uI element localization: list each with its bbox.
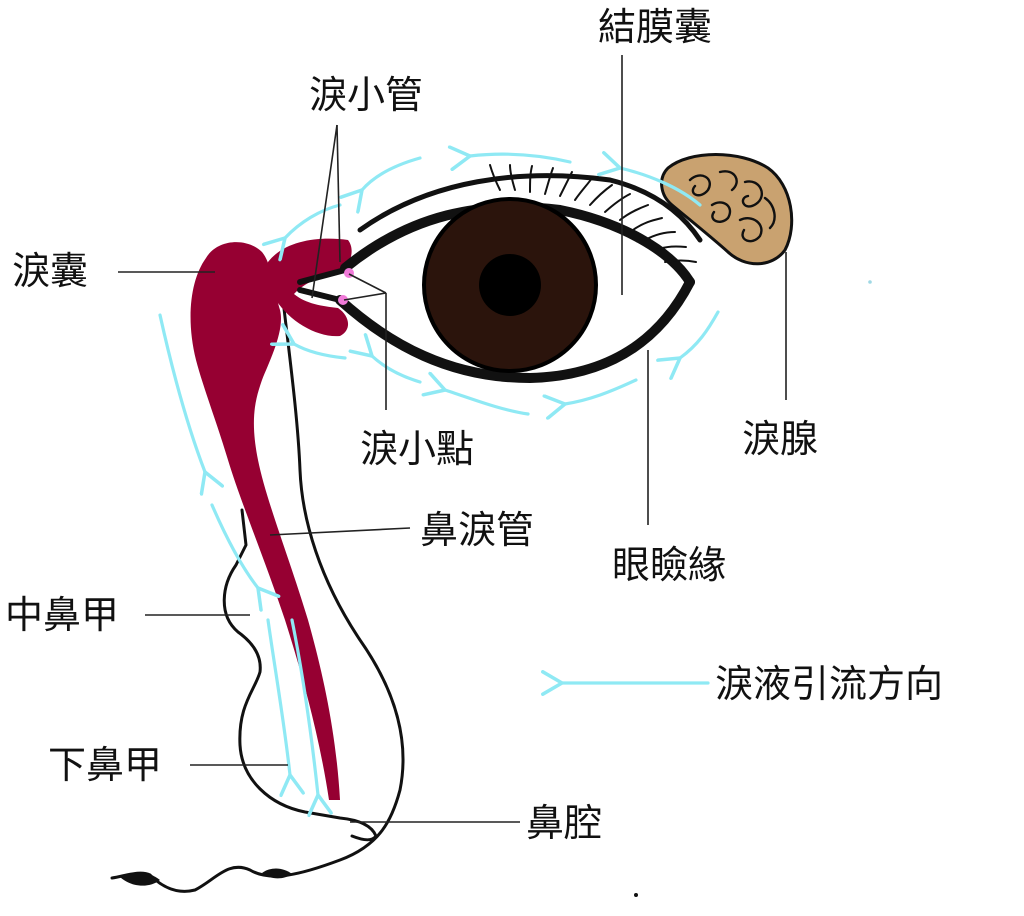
tear-flow-arrows xyxy=(158,154,720,795)
leader-punctum-3 xyxy=(343,292,387,301)
flow-arrow xyxy=(158,313,205,472)
nostril-shape xyxy=(120,872,160,886)
flow-arrow xyxy=(620,168,702,207)
lacrimal-gland-texture xyxy=(688,170,776,243)
label-inferior-turbinate: 下鼻甲 xyxy=(48,743,162,787)
leader-canaliculus-2 xyxy=(336,124,341,263)
label-lacrimal-sac: 淚囊 xyxy=(12,249,88,293)
leader-punctum-2 xyxy=(348,273,387,294)
speck xyxy=(634,893,638,897)
label-conjunctival-sac: 結膜囊 xyxy=(598,5,712,49)
label-lacrimal-gland: 淚腺 xyxy=(742,417,818,461)
nostril-shape-2 xyxy=(262,868,292,879)
label-nasal-cavity: 鼻腔 xyxy=(526,801,602,845)
label-nasolacrimal-duct: 鼻淚管 xyxy=(420,508,534,552)
label-punctum: 淚小點 xyxy=(360,427,474,471)
nose-outline xyxy=(222,508,378,842)
flow-arrow xyxy=(372,356,422,384)
flow-arrow xyxy=(680,310,720,358)
leader-nasolacrimal-duct xyxy=(269,527,411,536)
flow-arrow xyxy=(362,156,422,190)
flow-arrow xyxy=(470,154,572,162)
upper-lid-outer-line xyxy=(357,173,703,243)
flow-arrow xyxy=(565,378,638,404)
lower-punctum-dot xyxy=(338,295,348,305)
flow-arrow xyxy=(445,390,530,416)
flow-arrow xyxy=(266,618,290,775)
inner-corner-line xyxy=(297,267,348,303)
label-canaliculus: 淚小管 xyxy=(309,73,423,117)
lacrimal-sac-shape xyxy=(190,242,340,800)
label-tear-flow-direction: 淚液引流方向 xyxy=(715,662,943,706)
flow-arrow xyxy=(285,203,342,238)
label-middle-turbinate: 中鼻甲 xyxy=(5,593,119,637)
flow-arrow xyxy=(290,618,318,795)
lower-lid-line xyxy=(335,277,695,384)
pupil xyxy=(479,254,541,316)
flow-arrow xyxy=(210,503,258,588)
flow-arrow xyxy=(294,344,347,360)
nose-bridge-line xyxy=(110,298,405,893)
label-eyelid-margin: 眼瞼緣 xyxy=(612,543,726,587)
speck xyxy=(868,280,872,284)
canaliculus-shape xyxy=(267,238,352,337)
leader-canaliculus-1 xyxy=(311,124,338,299)
